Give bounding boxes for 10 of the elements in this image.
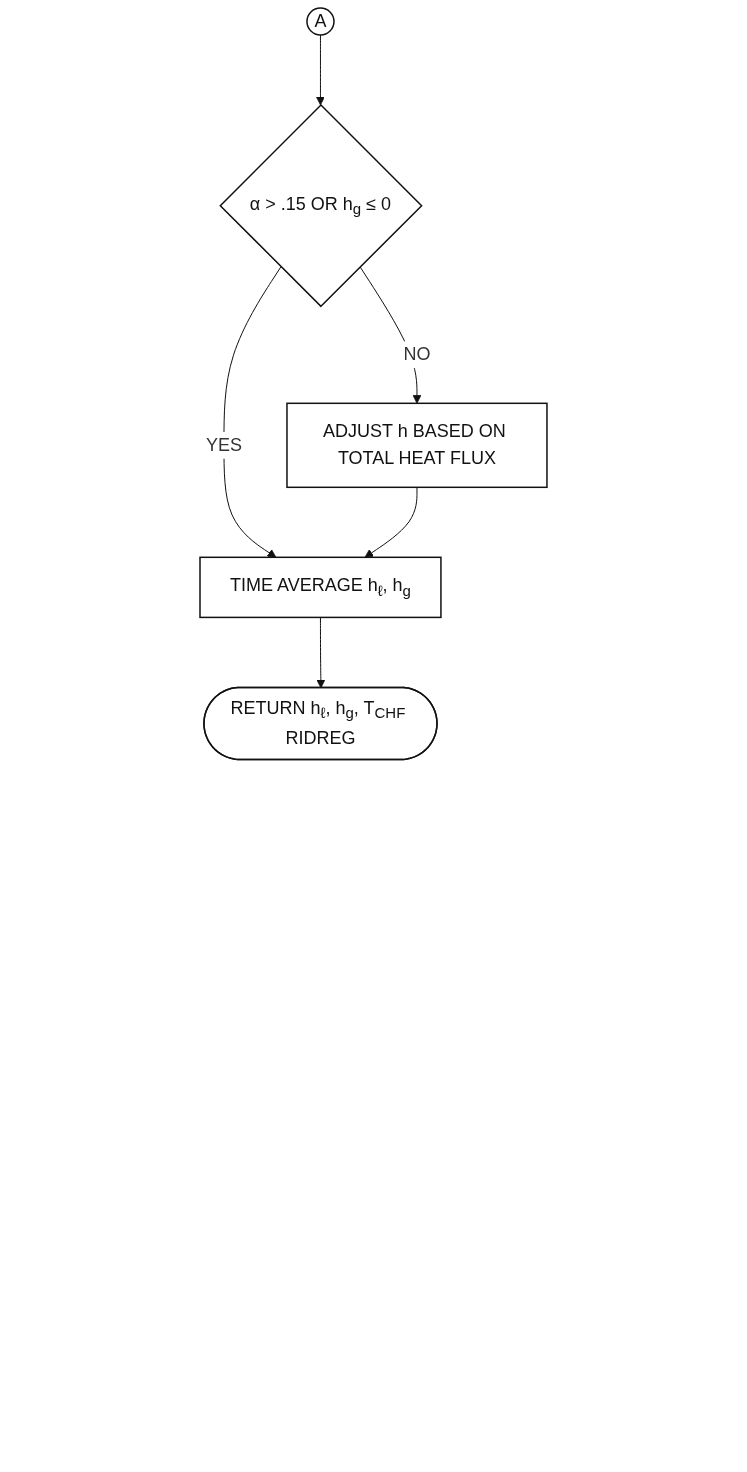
edge-label: YES: [205, 434, 242, 455]
node-diamond: α > .15 OR h$_{g}$ ≤ 0: [219, 103, 423, 308]
arrow: [316, 34, 325, 106]
arrow: [364, 486, 418, 558]
node-box: ADJUST h BASED ON TOTAL HEAT FLUX: [286, 402, 548, 489]
edge-label: NO: [403, 344, 431, 365]
node-box: TIME AVERAGE h$_{ℓ}$, h$_{g}$: [199, 556, 442, 619]
node-circle: A: [306, 7, 335, 36]
arrow: [223, 266, 282, 558]
arrow: [316, 616, 326, 689]
